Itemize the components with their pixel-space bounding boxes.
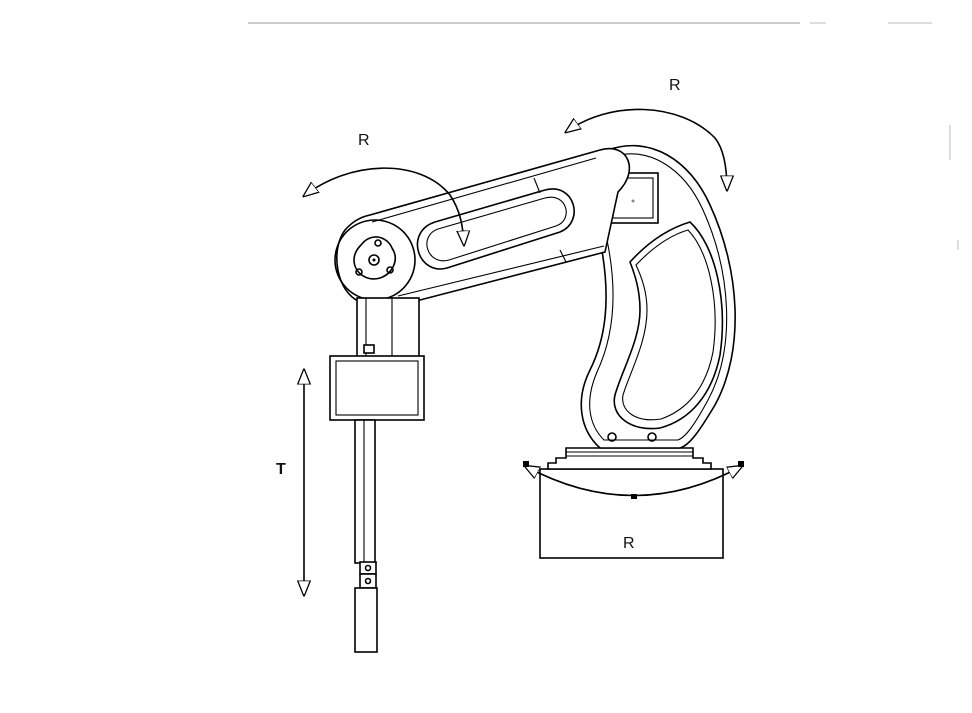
robot-arm-link: [334, 147, 631, 303]
base-rotation-arrow: [523, 461, 744, 499]
upper-arm-rotation-label: R: [358, 132, 370, 149]
base-rotation-label: R: [623, 535, 635, 552]
forearm-rotation-label: R: [669, 77, 681, 94]
translation-label: T: [276, 461, 286, 478]
upper-arm-rotation-arrow: [304, 167, 464, 245]
robot-base: [539, 447, 724, 559]
robot-vertical-axis: [329, 297, 425, 653]
forearm-rotation-arrow: [566, 108, 727, 190]
